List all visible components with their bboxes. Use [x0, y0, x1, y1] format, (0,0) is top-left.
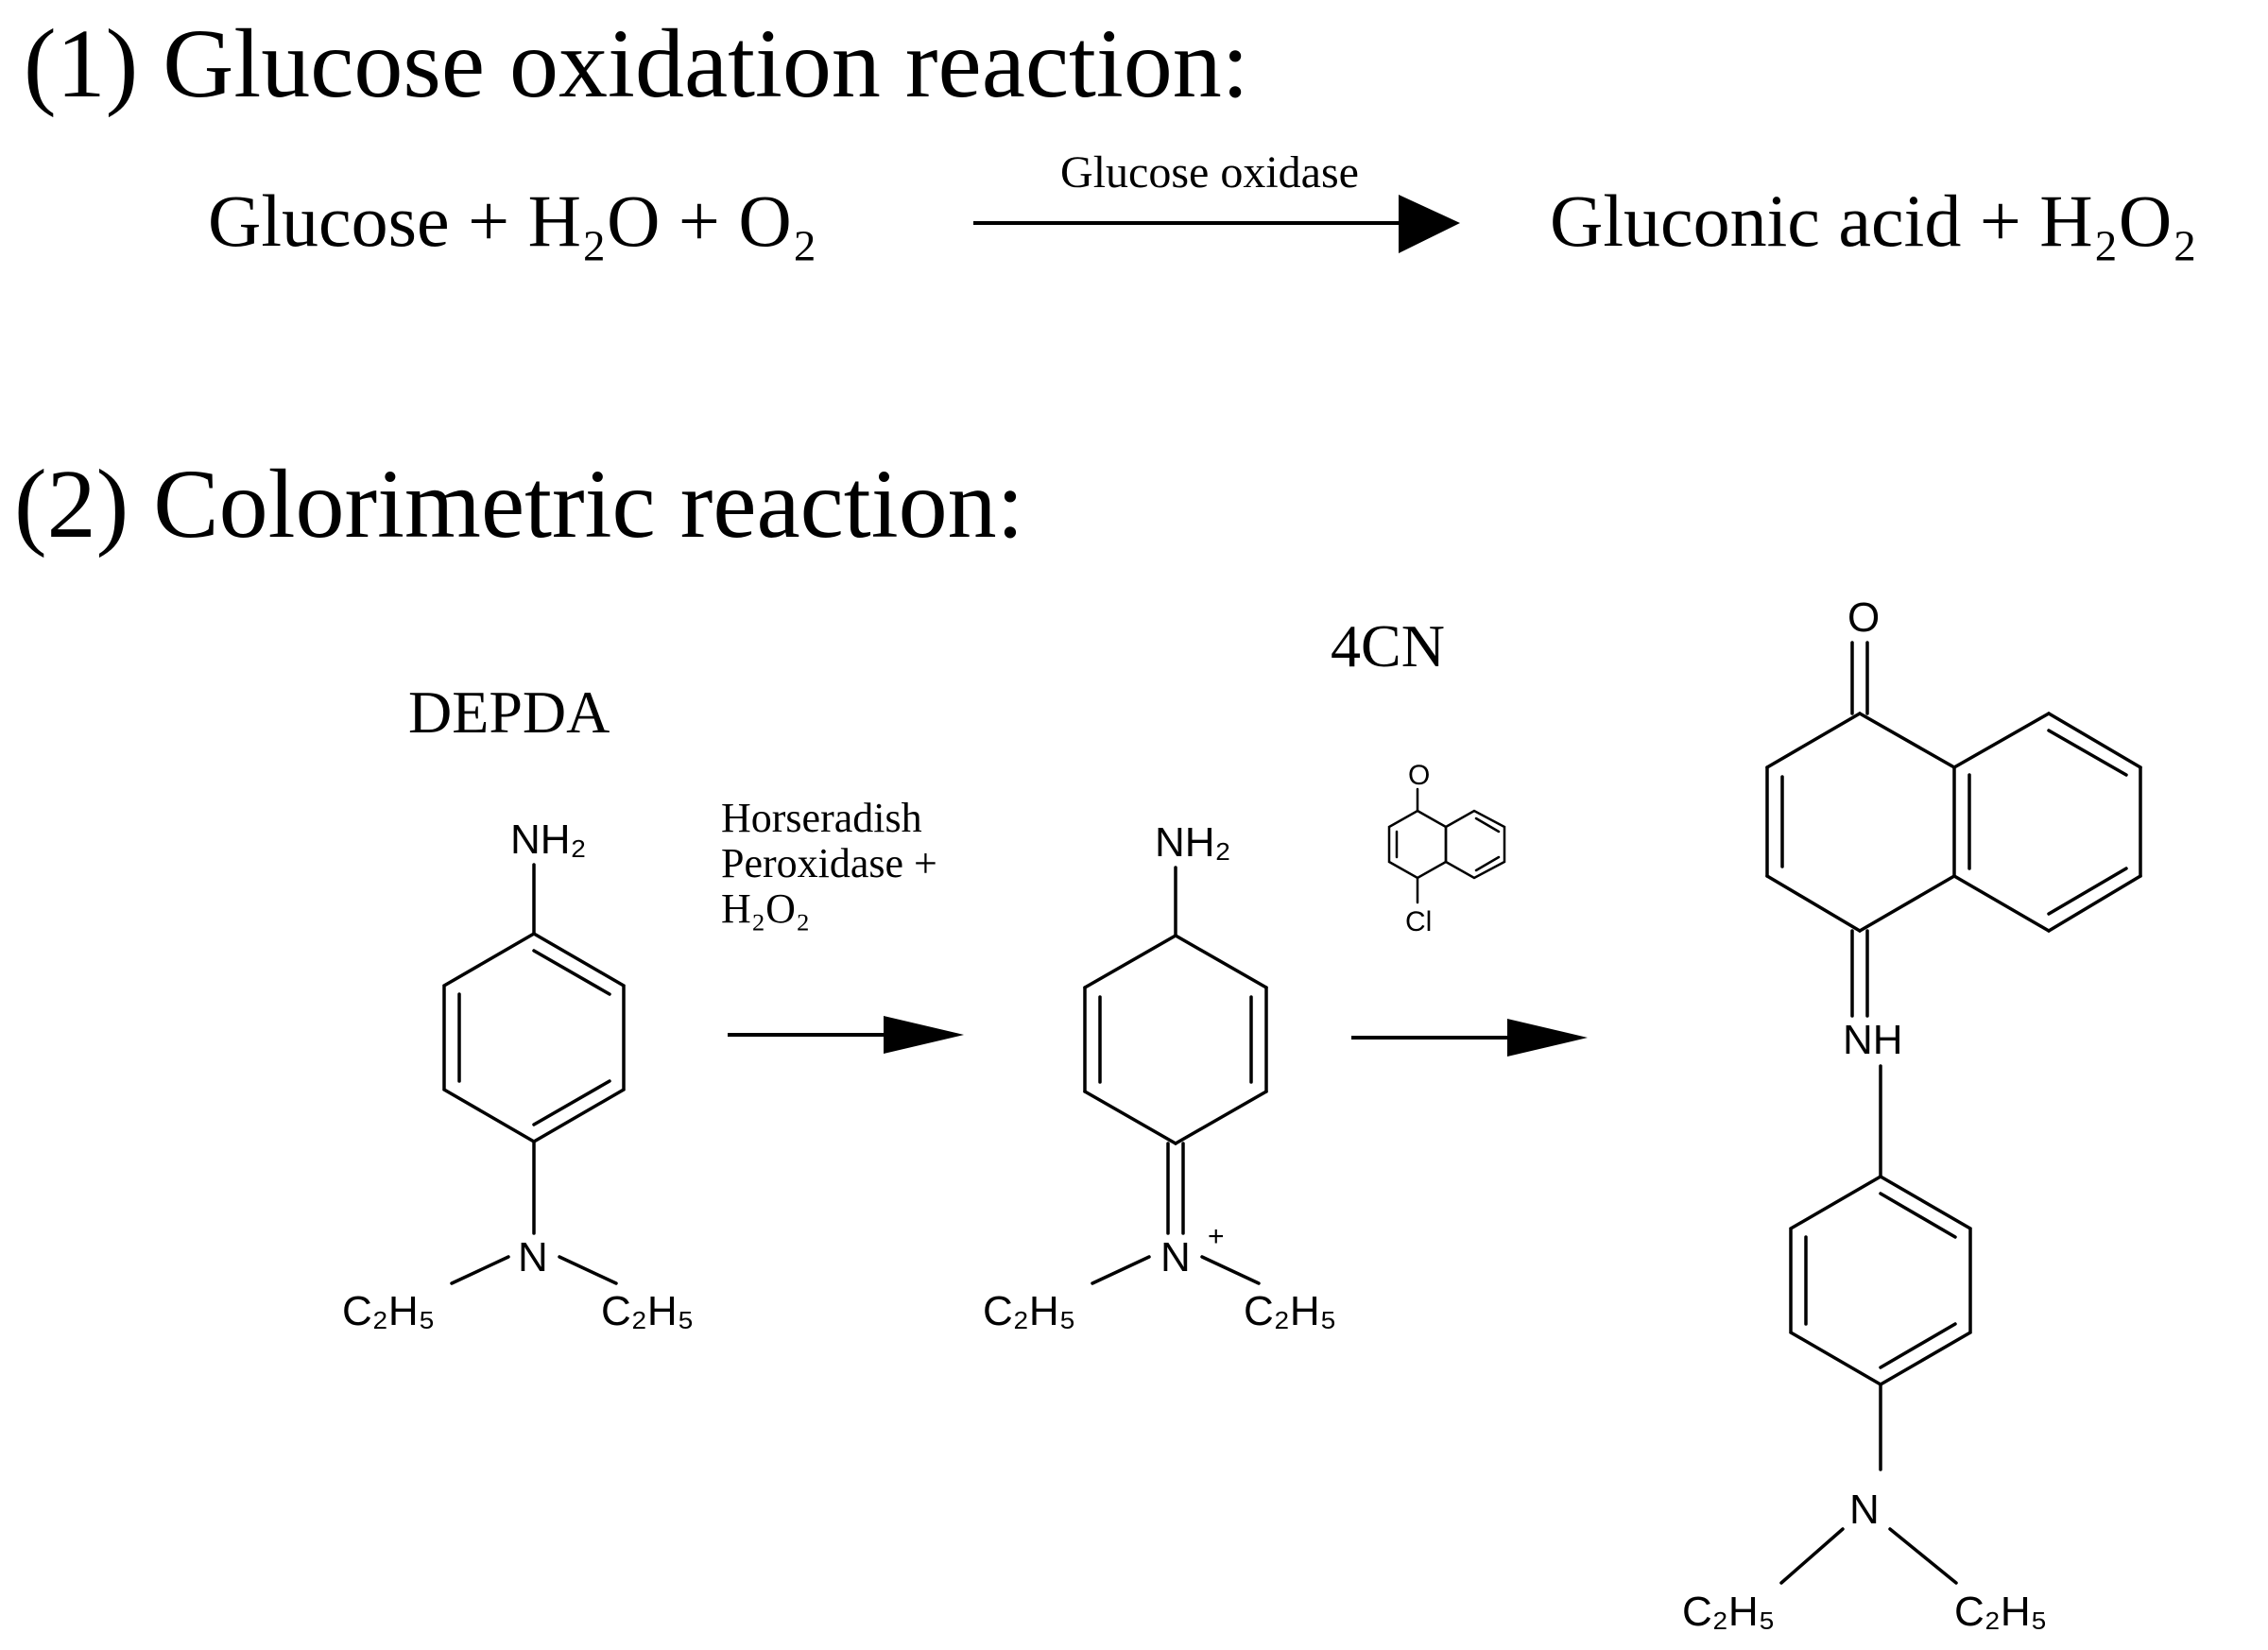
hrp-condition-line2: Peroxidase +	[721, 840, 937, 886]
4cn-structure: O Cl	[1387, 760, 1506, 937]
intermediate-structure: NH₂ N + C₂H₅ C₂H₅	[983, 819, 1336, 1334]
4cn-label: 4CN	[1331, 612, 1445, 679]
reaction2-arrow-step2	[1351, 1019, 1588, 1057]
reaction1-reactants: Glucose + H₂O + O₂	[208, 180, 817, 262]
intermediate-ethyl-left: C₂H₅	[983, 1288, 1075, 1334]
intermediate-ethyl-right: C₂H₅	[1244, 1288, 1336, 1334]
reaction2-arrow-step1	[728, 1016, 964, 1054]
depda-label: DEPDA	[408, 679, 610, 746]
product-structure: O NH N C₂H₅ C₂H₅	[1682, 594, 2142, 1635]
product-oxygen: O	[1847, 594, 1880, 641]
product-nh: NH	[1843, 1017, 1903, 1063]
depda-ethyl-left: C₂H₅	[342, 1288, 435, 1334]
product-n: N	[1849, 1487, 1880, 1533]
depda-n: N	[518, 1234, 548, 1280]
reaction1-arrow	[973, 195, 1460, 253]
product-ethyl-right: C₂H₅	[1954, 1589, 2047, 1635]
reaction2-heading: (2) Colorimetric reaction:	[14, 450, 1024, 559]
depda-structure: NH₂ N C₂H₅ C₂H₅	[342, 816, 694, 1334]
reaction1-products: Gluconic acid + H₂O₂	[1550, 180, 2197, 262]
depda-ethyl-right: C₂H₅	[601, 1288, 694, 1334]
product-ethyl-left: C₂H₅	[1682, 1589, 1775, 1635]
intermediate-charge: +	[1208, 1221, 1225, 1252]
hrp-condition-line3: H₂O₂	[721, 885, 810, 932]
4cn-chlorine: Cl	[1405, 906, 1432, 937]
intermediate-n: N	[1160, 1234, 1191, 1280]
depda-nh2: NH₂	[510, 816, 587, 863]
glucose-oxidase-label: Glucose oxidase	[1060, 147, 1359, 198]
reaction1-heading: (1) Glucose oxidation reaction:	[24, 9, 1249, 118]
intermediate-nh2: NH₂	[1155, 819, 1231, 866]
4cn-oxygen: O	[1408, 760, 1430, 791]
hrp-condition-line1: Horseradish	[721, 795, 922, 841]
